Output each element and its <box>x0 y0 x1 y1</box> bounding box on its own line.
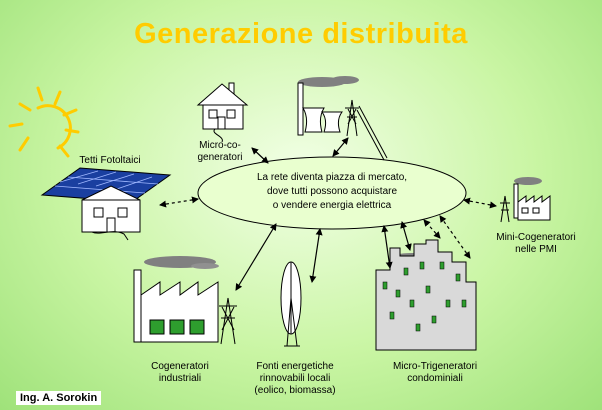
label-tetti-fotovoltaici: Tetti Fotoltaici <box>79 155 141 166</box>
arrow-power-plant <box>332 137 349 157</box>
label-fonti-rinnovabili: Fonti energetiche rinnovabili locali (eo… <box>254 361 336 396</box>
label-mini-cogeneratori: Mini-Cogeneratori nelle PMI <box>496 232 576 255</box>
arrow-mini-cogeneratori <box>463 197 497 209</box>
label-micro-trigeneratori: Micro-Trigeneratori condominiali <box>392 361 478 384</box>
arrow-micro-cogeneratori <box>251 147 269 164</box>
arrow-trigen-4 <box>439 215 471 259</box>
apartment-buildings-icon <box>375 239 477 351</box>
market-hub-text: La rete diventa piazza di mercato, dove … <box>256 172 408 211</box>
label-cogeneratori-industriali: Cogeneratori industriali <box>151 361 209 384</box>
micro-cogenerator-house-icon <box>196 82 249 143</box>
connection-arrows <box>159 137 497 291</box>
label-micro-cogeneratori: Micro-co- generatori <box>197 140 243 163</box>
power-plant-icon <box>297 76 388 161</box>
sun-icon <box>8 86 80 158</box>
solar-house-icon <box>40 167 172 241</box>
page-title: Generazione distribuita <box>134 18 468 50</box>
arrow-tetti-fotovoltaici <box>159 196 199 208</box>
arrow-cogeneratori-industriali <box>235 223 277 291</box>
mini-factory-icon <box>500 177 551 223</box>
industrial-plant-icon <box>133 256 237 345</box>
author-credit: Ing. A. Sorokin <box>16 391 102 405</box>
arrow-trigen-1 <box>381 225 393 269</box>
arrow-fonti-rinnovabili <box>309 228 323 283</box>
wind-turbine-icon <box>280 261 302 347</box>
arrow-trigen-2 <box>400 221 412 251</box>
market-hub-ellipse <box>197 156 467 230</box>
arrow-trigen-3 <box>423 219 441 239</box>
